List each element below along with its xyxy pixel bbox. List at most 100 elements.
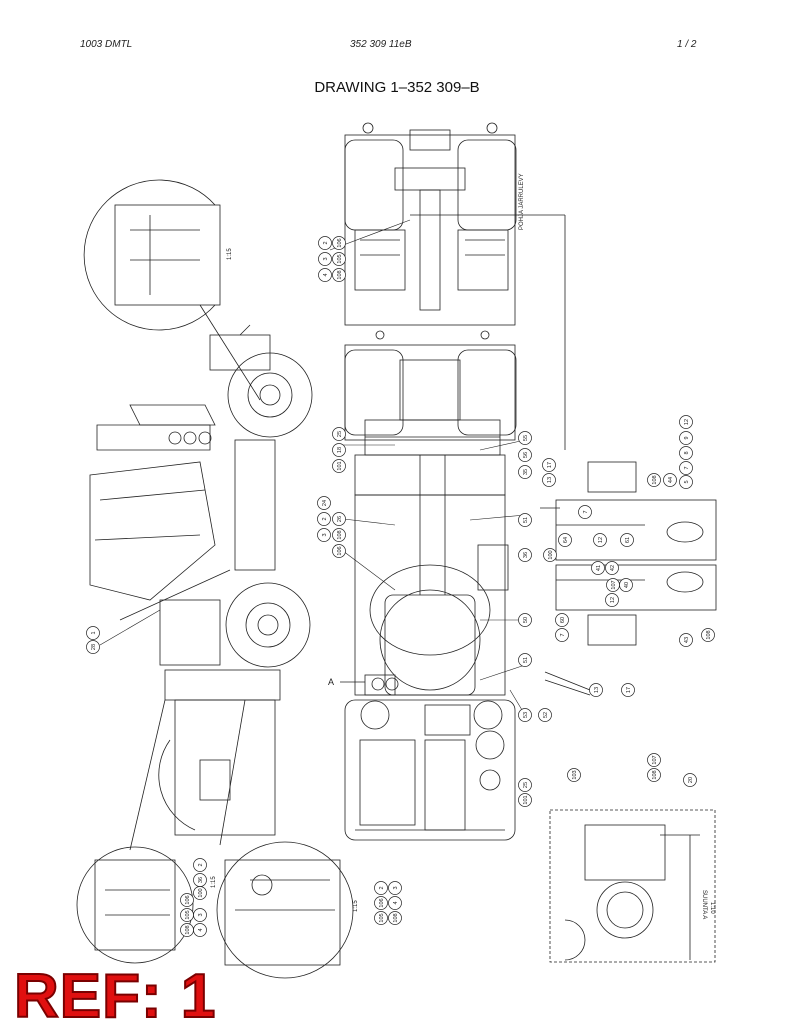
callout-balloon: 2	[318, 236, 332, 250]
detail-suunta-a: SUUNTA A 1:10	[549, 809, 716, 963]
callout-number: 3	[323, 257, 329, 260]
callout-number: 105	[337, 254, 343, 263]
callout-balloon: 101	[518, 793, 532, 807]
callout-balloon: 106	[332, 544, 346, 558]
callout-number: 4	[198, 928, 204, 931]
callout-number: 106	[379, 898, 385, 907]
callout-number: 44	[668, 477, 674, 483]
callout-number: 52	[543, 712, 549, 718]
scale-bc-label: 1:15	[353, 900, 359, 912]
central-frame: A	[328, 494, 509, 696]
callout-number: 60	[560, 617, 566, 623]
callout-balloon: 108	[647, 768, 661, 782]
callout-number: 1	[91, 631, 97, 634]
scale-top-label: 1:15	[227, 248, 233, 260]
callout-number: 12	[598, 537, 604, 543]
callout-number: 9	[684, 436, 690, 439]
callout-number: 17	[547, 462, 553, 468]
callout-balloon: 51	[518, 513, 532, 527]
callout-balloon: 35	[518, 465, 532, 479]
callout-number: 108	[337, 270, 343, 279]
callout-number: 25	[523, 782, 529, 788]
callout-number: 4	[323, 273, 329, 276]
callout-number: 100	[198, 888, 204, 897]
callout-balloon: 8	[679, 446, 693, 460]
callout-balloon: 41	[591, 561, 605, 575]
scale-br-label: 1:10	[709, 902, 715, 914]
callout-number: 12	[610, 597, 616, 603]
callout-balloon: 4	[318, 268, 332, 282]
callout-number: 105	[185, 910, 191, 919]
callout-balloon: 2	[193, 858, 207, 872]
callout-balloon: 3	[318, 252, 332, 266]
callout-balloon: 61	[620, 533, 634, 547]
callout-number: 3	[198, 913, 204, 916]
callout-balloon: 56	[518, 448, 532, 462]
callout-balloon: 43	[679, 633, 693, 647]
callout-balloon: 3	[317, 528, 331, 542]
callout-balloon: 105	[374, 911, 388, 925]
callout-number: 2	[198, 863, 204, 866]
arrow-a-label: A	[328, 677, 334, 687]
callout-balloon: 51	[518, 653, 532, 667]
callout-number: 107	[611, 580, 617, 589]
callout-number: 8	[684, 451, 690, 454]
callout-balloon: 103	[567, 768, 581, 782]
callout-balloon: 17	[621, 683, 635, 697]
callout-balloon: 5	[679, 475, 693, 489]
frame-note: POHJA JARRULEVY	[519, 173, 525, 230]
callout-balloon: 100	[543, 548, 557, 562]
callout-number: 107	[652, 755, 658, 764]
callout-balloon: 53	[518, 708, 532, 722]
callout-number: 13	[594, 687, 600, 693]
callout-balloon: 28	[86, 640, 100, 654]
callout-number: 35	[523, 469, 529, 475]
callout-balloon: 105	[180, 908, 194, 922]
side-view-machine	[89, 324, 313, 836]
callout-number: 106	[185, 895, 191, 904]
header-page-number: 1 / 2	[677, 39, 697, 50]
callout-balloon: 3	[193, 908, 207, 922]
callout-number: 3	[393, 886, 399, 889]
engine-compartment	[344, 699, 516, 841]
callout-number: 108	[652, 770, 658, 779]
callout-number: 5	[684, 480, 690, 483]
detail-views	[76, 179, 354, 979]
callout-number: 105	[379, 913, 385, 922]
callout-balloon: 7	[578, 505, 592, 519]
callout-number: 56	[523, 452, 529, 458]
callout-number: 108	[185, 925, 191, 934]
callout-number: 108	[393, 913, 399, 922]
callout-balloon: 4	[193, 923, 207, 937]
callout-balloon: 18	[332, 443, 346, 457]
callout-number: 41	[596, 565, 602, 571]
callout-balloon: 107	[647, 753, 661, 767]
accumulator-schematic	[540, 461, 717, 696]
callout-balloon: 106	[374, 896, 388, 910]
callout-number: 108	[706, 630, 712, 639]
callout-balloon: 17	[542, 458, 556, 472]
callout-balloon: 40	[619, 578, 633, 592]
callout-balloon: 100	[193, 886, 207, 900]
callout-number: 64	[563, 537, 569, 543]
callout-number: 24	[322, 500, 328, 506]
callout-balloon: 60	[555, 613, 569, 627]
callout-number: 28	[91, 644, 97, 650]
callout-balloon: 2	[317, 512, 331, 526]
callout-balloon: 7	[555, 628, 569, 642]
callout-number: 106	[337, 546, 343, 555]
callout-number: 3	[322, 533, 328, 536]
drawing-title: DRAWING 1–352 309–B	[314, 79, 480, 96]
callout-number: 25	[337, 431, 343, 437]
callout-number: 61	[625, 537, 631, 543]
header-doc-code: 1003 DMTL	[80, 39, 133, 50]
callout-number: 108	[337, 530, 343, 539]
callout-number: 12	[684, 419, 690, 425]
callout-balloon: 105	[332, 252, 346, 266]
callout-balloon: 12	[593, 533, 607, 547]
callout-number: 103	[572, 770, 578, 779]
callout-balloon: 36	[193, 873, 207, 887]
callout-balloon: 12	[679, 415, 693, 429]
